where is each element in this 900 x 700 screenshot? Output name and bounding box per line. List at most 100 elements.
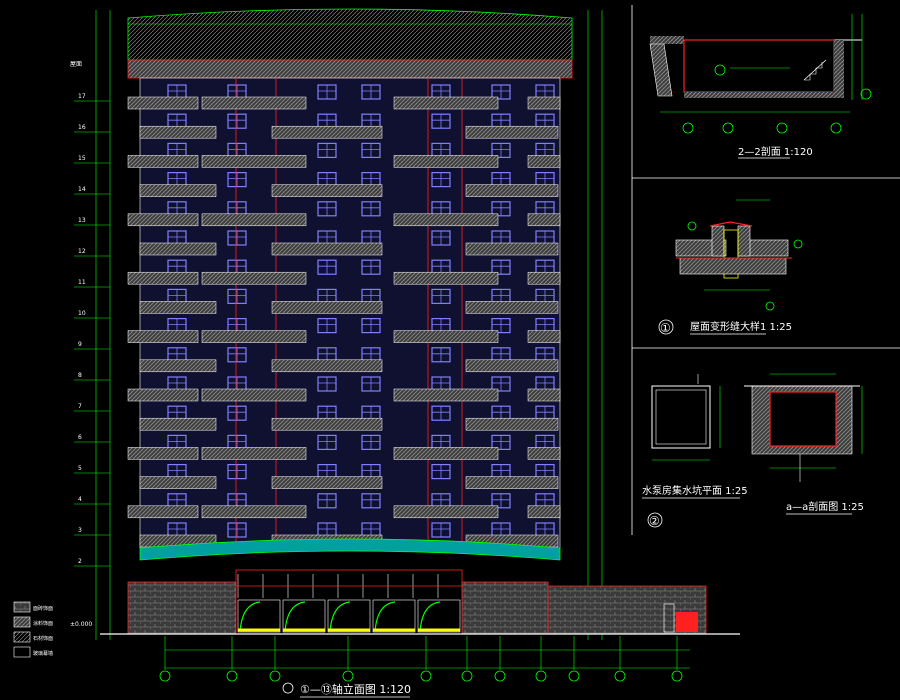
legend-label: 石材饰面 <box>33 635 53 642</box>
balcony-slab <box>393 155 499 168</box>
axis-bubble <box>568 670 580 682</box>
balcony-slab <box>201 96 307 110</box>
detail-2-number: ② <box>649 514 660 528</box>
balcony-slab <box>393 96 499 110</box>
axis-bubble <box>671 670 683 682</box>
window <box>431 230 451 246</box>
balcony-slab <box>127 447 199 460</box>
floor-label: 17 <box>78 93 86 100</box>
axis-bubble <box>226 670 238 682</box>
window <box>491 259 511 275</box>
legend-label: 面砖饰面 <box>33 605 53 612</box>
axis-bubble <box>342 670 354 682</box>
balcony-slab <box>127 271 199 285</box>
window <box>491 201 511 217</box>
balcony-slab <box>271 125 383 139</box>
window <box>317 84 337 100</box>
balcony-slab <box>465 417 559 431</box>
balcony-slab <box>271 242 383 256</box>
podium-left <box>127 581 237 635</box>
legend-label: 玻璃幕墙 <box>33 650 53 657</box>
window <box>431 522 451 538</box>
balcony-slab <box>465 359 559 373</box>
legend-swatch <box>13 616 31 628</box>
main-title: ①—⑬轴立面图 1:120 <box>300 682 411 696</box>
window <box>317 259 337 275</box>
window <box>317 318 337 334</box>
floor-label: 16 <box>78 124 86 131</box>
detail-1-drawing <box>675 199 803 311</box>
window <box>491 318 511 334</box>
window <box>431 405 451 421</box>
axis-bubble <box>269 670 281 682</box>
floor-label: 5 <box>78 465 82 472</box>
balcony-slab <box>271 476 383 489</box>
legend-swatch <box>13 646 31 658</box>
window <box>167 288 187 304</box>
balcony-slab <box>527 271 561 285</box>
axis-bubbles <box>159 636 683 682</box>
balcony-slab <box>201 213 307 227</box>
floor-label: 13 <box>78 217 86 224</box>
balcony-slab <box>201 155 307 168</box>
roof-band <box>127 59 573 79</box>
window <box>491 434 511 450</box>
storefront-bay <box>237 599 281 633</box>
balcony-slab <box>465 476 559 489</box>
window <box>431 288 451 304</box>
balcony-slab <box>127 96 199 110</box>
window <box>227 522 247 538</box>
storefront-bay <box>417 599 461 633</box>
window <box>227 113 247 129</box>
sump-plan-title: 水泵房集水坑平面 1:25 <box>642 484 748 497</box>
legend-label: 涂料饰面 <box>33 620 53 627</box>
balcony-slab <box>465 301 559 314</box>
balcony-slabs <box>127 96 561 548</box>
floor-label: 3 <box>78 527 82 534</box>
window <box>227 405 247 421</box>
balcony-slab <box>527 447 561 460</box>
entrance-canopy <box>139 538 561 561</box>
floor-label: 12 <box>78 248 86 255</box>
window <box>431 464 451 480</box>
balcony-slab <box>139 184 217 197</box>
balcony-slab <box>271 359 383 373</box>
window <box>317 434 337 450</box>
balcony-slab <box>139 476 217 489</box>
balcony-slab <box>127 388 199 402</box>
window <box>491 84 511 100</box>
floor-label: 7 <box>78 403 82 410</box>
window <box>431 113 451 129</box>
detail-1-title: 屋面变形缝大样1 1:25 <box>690 320 792 333</box>
floor-label: 2 <box>78 558 82 565</box>
storefront-bay <box>327 599 371 633</box>
balcony-slab <box>201 447 307 460</box>
floor-label: 9 <box>78 341 82 348</box>
balcony-slab <box>527 388 561 402</box>
detail-1-number: ① <box>660 321 671 335</box>
floor-label: 4 <box>78 496 82 503</box>
right-panel-frames <box>631 5 900 535</box>
balcony-slab <box>527 96 561 110</box>
sump-plan-drawing <box>651 374 721 461</box>
balcony-slab <box>393 330 499 343</box>
window <box>361 493 381 509</box>
podium-right <box>461 581 549 635</box>
section-2-2-title: 2—2剖面 1:120 <box>738 145 813 158</box>
axis-bubble <box>535 670 547 682</box>
balcony-slab <box>139 359 217 373</box>
ground-label: ±0.000 <box>70 621 92 628</box>
annex-opening <box>663 603 675 633</box>
window <box>227 172 247 188</box>
axis-bubble <box>614 670 626 682</box>
annex-building <box>547 585 707 635</box>
window <box>227 230 247 246</box>
balcony-slab <box>127 330 199 343</box>
balcony-slab <box>465 184 559 197</box>
window <box>491 142 511 158</box>
balcony-slab <box>127 505 199 519</box>
storefront-bay <box>372 599 416 633</box>
